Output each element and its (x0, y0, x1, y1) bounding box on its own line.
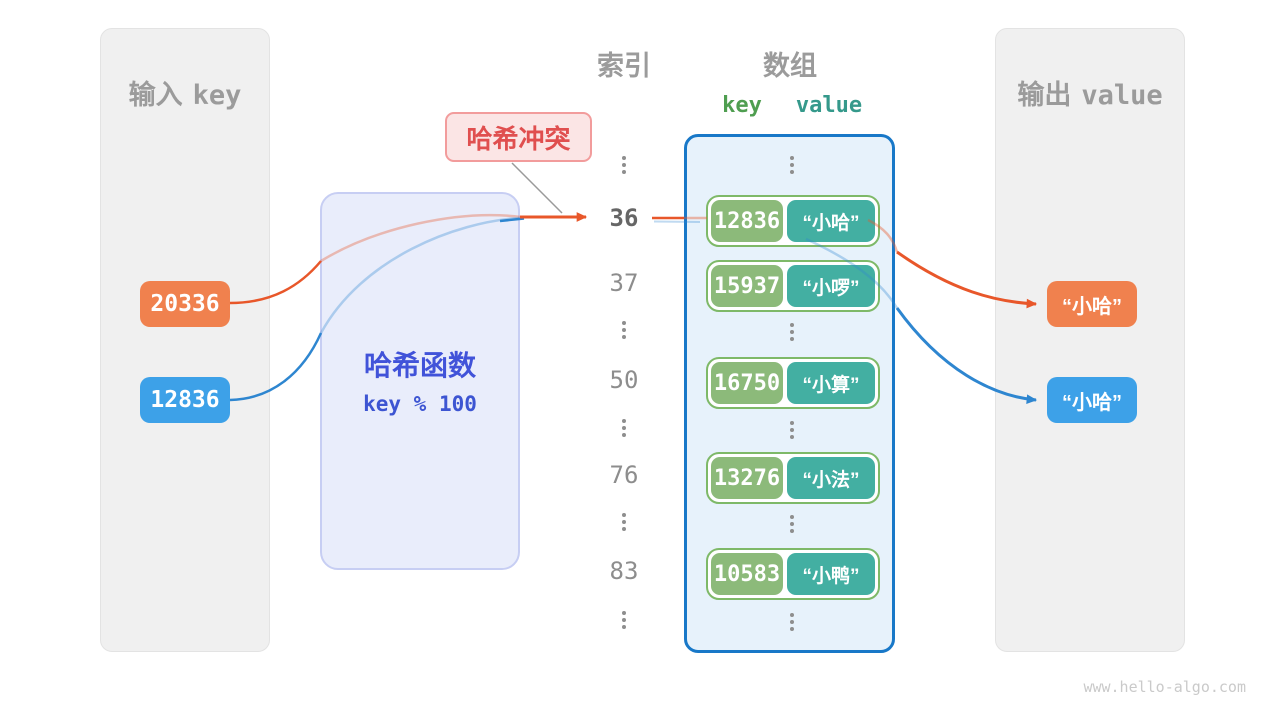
array-row-key: 12836 (711, 200, 783, 242)
array-column-title: 数组 (763, 51, 817, 81)
index-value-37: 37 (609, 269, 639, 297)
array-row: 13276 “小法” (706, 452, 880, 504)
array-ellipsis (790, 421, 794, 439)
output-value-blue: “小哈” (1047, 377, 1137, 423)
index-column-title: 索引 (597, 51, 651, 81)
hash-collision-label: 哈希冲突 (445, 112, 592, 162)
array-key-header: key (722, 93, 762, 118)
array-row-value: “小法” (787, 457, 875, 499)
array-ellipsis (790, 515, 794, 533)
hash-function-box: 哈希函数 key % 100 (320, 192, 520, 570)
array-kv-header: key value (703, 93, 877, 118)
index-value-83: 83 (609, 557, 639, 585)
index-value-76: 76 (609, 461, 639, 489)
index-value-50: 50 (609, 366, 639, 394)
index-value-36: 36 (609, 204, 639, 232)
array-ellipsis (790, 323, 794, 341)
input-key-12836: 12836 (140, 377, 230, 423)
array-row-value: “小鸭” (787, 553, 875, 595)
array-row: 16750 “小算” (706, 357, 880, 409)
array-row-key: 10583 (711, 553, 783, 595)
array-ellipsis (790, 613, 794, 631)
output-panel-title-cn: 输出 (1017, 80, 1072, 110)
array-row-value: “小啰” (787, 265, 875, 307)
array-row-key: 16750 (711, 362, 783, 404)
array-value-header: value (795, 93, 863, 118)
output-value-orange: “小哈” (1047, 281, 1137, 327)
index-ellipsis (622, 611, 626, 629)
array-row-value: “小哈” (787, 200, 875, 242)
watermark: www.hello-algo.com (1083, 678, 1246, 696)
index-ellipsis (622, 513, 626, 531)
index-ellipsis (622, 156, 626, 174)
array-row-key: 15937 (711, 265, 783, 307)
input-panel: 输入 key (100, 28, 270, 652)
output-panel-title: 输出 value (996, 73, 1184, 112)
input-panel-title-en: key (192, 80, 242, 111)
input-key-20336: 20336 (140, 281, 230, 327)
array-row-value: “小算” (787, 362, 875, 404)
array-row-key: 13276 (711, 457, 783, 499)
index-ellipsis (622, 419, 626, 437)
hash-function-formula: key % 100 (363, 392, 477, 416)
input-panel-title: 输入 key (101, 73, 269, 112)
array-ellipsis (790, 156, 794, 174)
array-row: 15937 “小啰” (706, 260, 880, 312)
output-panel: 输出 value (995, 28, 1185, 652)
input-panel-title-cn: 输入 (128, 80, 183, 110)
array-container: 12836 “小哈” 15937 “小啰” 16750 “小算” 13276 “… (684, 134, 895, 653)
index-ellipsis (622, 321, 626, 339)
array-row: 10583 “小鸭” (706, 548, 880, 600)
output-panel-title-en: value (1081, 80, 1163, 111)
hash-function-title: 哈希函数 (363, 350, 476, 381)
array-row: 12836 “小哈” (706, 195, 880, 247)
